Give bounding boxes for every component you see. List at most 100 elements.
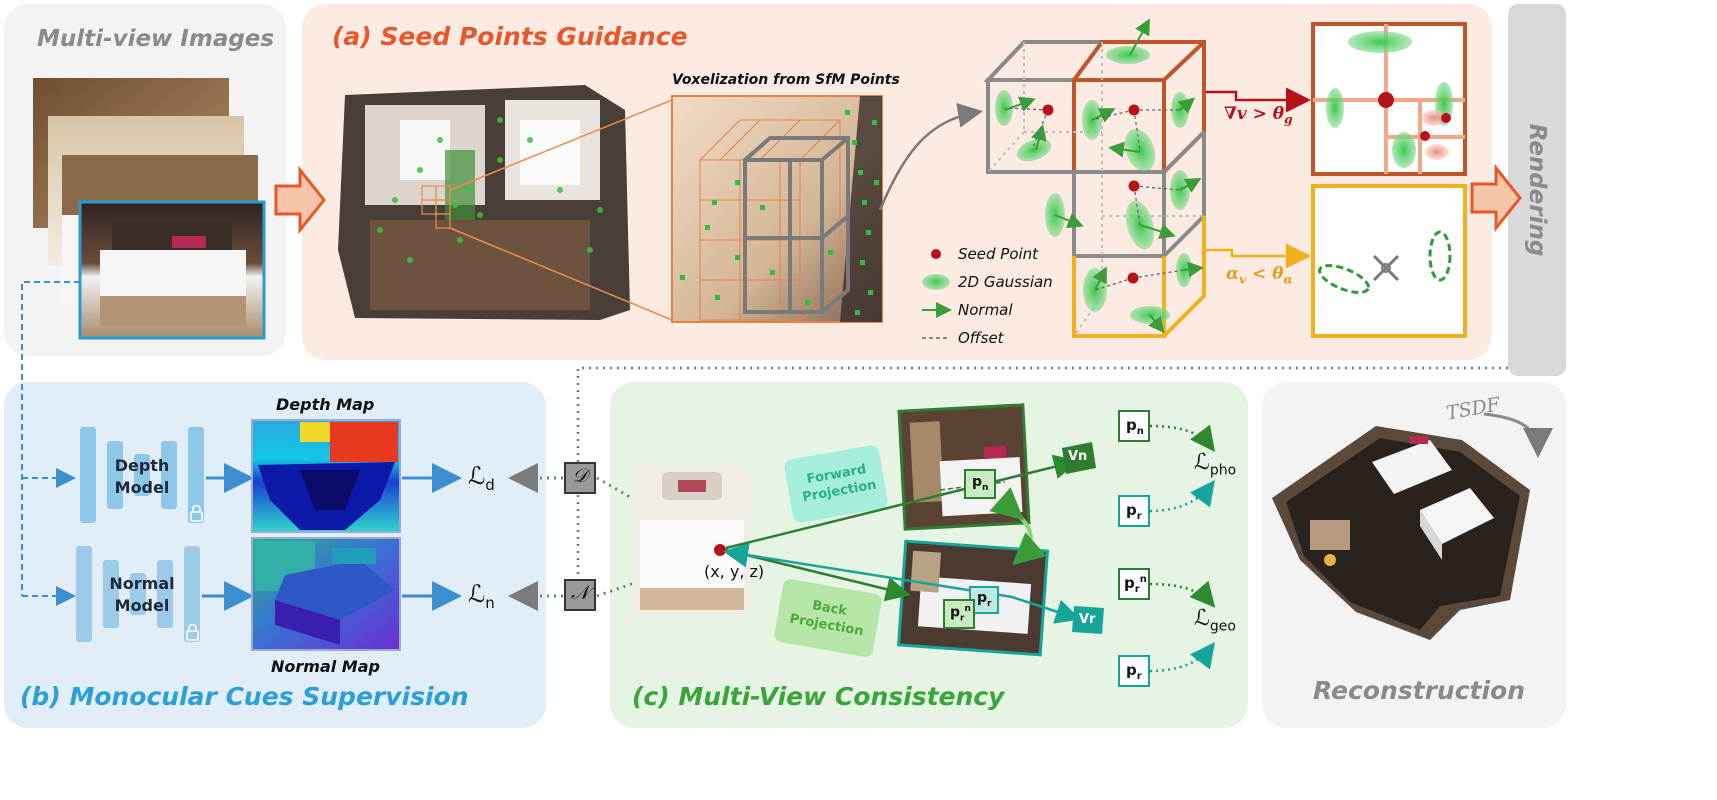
voxelization-label: Voxelization from SfM Points [672, 72, 900, 88]
sfm-point-cloud [338, 85, 673, 321]
input-arrow-icon [274, 165, 326, 235]
depth-map-image [251, 419, 401, 533]
photometric-loss-sub: pho [1209, 462, 1237, 479]
view-n-image [897, 403, 1031, 531]
camera-vn-icon [1062, 442, 1096, 474]
depth-model-label-line1: Depth [114, 456, 170, 475]
geo-prn-sup: n [1139, 574, 1147, 585]
normal-render-symbol-box [564, 579, 596, 611]
legend-seed-point: Seed Point [958, 245, 1039, 263]
normal-model-network [76, 546, 200, 642]
normal-loss-symbol: ℒ [468, 580, 486, 608]
gaussian-legend-icon [922, 274, 950, 290]
pixel-prn-symbol: p [950, 604, 961, 621]
pixel-prn-box [943, 599, 975, 629]
geometric-loss-sub: geo [1209, 618, 1236, 635]
render-arrow-icon [1470, 163, 1522, 233]
legend-gaussian: 2D Gaussian [958, 273, 1053, 291]
depth-model-label: Depth Model [104, 455, 180, 499]
pho-pn-box [1118, 410, 1150, 442]
removed-icon [1372, 254, 1400, 282]
geo-prn-label: prn [1124, 574, 1147, 595]
geo-pr-box [1118, 655, 1150, 687]
tsdf-arrow [1483, 412, 1553, 458]
rendering-bar [1508, 4, 1566, 376]
pho-pn-symbol: p [1126, 416, 1137, 434]
reconstruction-title: Reconstruction [1313, 676, 1526, 705]
legend-offset: Offset [958, 329, 1004, 347]
pho-pn-sub: n [1136, 426, 1144, 437]
depth-render-symbol-box [564, 462, 596, 494]
lock-icon [186, 504, 203, 641]
prune-condition-alpha: α [1226, 264, 1240, 284]
pho-pr-symbol: p [1126, 501, 1137, 519]
depth-loss: ℒd [468, 462, 495, 494]
growth-result [1311, 22, 1467, 176]
normal-model-label-line2: Model [114, 596, 170, 615]
grow-condition-text: ∇v > θ [1224, 104, 1285, 124]
normal-map-image [251, 537, 401, 651]
normal-model-label: Normal Model [100, 573, 184, 617]
rendered-bed-image [632, 466, 750, 616]
voxel-cubes [983, 18, 1206, 338]
pixel-pn-symbol: p [972, 474, 983, 490]
geometric-loss: ℒgeo [1194, 606, 1236, 634]
pixel-pr-label: pr [977, 590, 991, 609]
camera-vn-label: Vn [1068, 449, 1088, 464]
camera-vr-icon [1072, 606, 1104, 634]
depth-model-label-line2: Model [114, 478, 170, 497]
seed-points-title: (a) Seed Points Guidance [332, 22, 688, 51]
point-3d-label: (x, y, z) [704, 562, 765, 581]
legend-normal: Normal [958, 301, 1013, 319]
pixel-prn-label: prn [950, 604, 971, 623]
prune-result [1311, 184, 1467, 338]
voxelization-inset [671, 95, 883, 323]
forward-projection-tag [784, 445, 888, 523]
photometric-loss-symbol: ℒ [1194, 450, 1210, 475]
grow-condition-sub: g [1284, 112, 1293, 127]
geo-pr-label: pr [1126, 661, 1142, 682]
grow-condition: ∇v > θg [1224, 104, 1293, 126]
depth-map-label: Depth Map [276, 395, 375, 414]
legend-markers [922, 249, 952, 339]
back-projection-tag [774, 579, 882, 657]
pixel-pr-sub: r [987, 598, 992, 609]
depth-loss-sub: d [485, 475, 495, 494]
pixel-pr-symbol: p [977, 590, 988, 606]
pho-pn-label: pn [1126, 416, 1144, 437]
pho-pr-box [1118, 495, 1150, 527]
normal-loss: ℒn [468, 580, 495, 612]
geo-prn-box [1118, 568, 1150, 600]
depth-loss-symbol: ℒ [468, 462, 486, 490]
pixel-prn-sup: n [964, 604, 971, 614]
point-3d-marker [714, 544, 726, 556]
reconstruction-mesh [1272, 426, 1530, 640]
prune-arrow [1206, 243, 1311, 269]
normal-model-label-line1: Normal [109, 574, 175, 593]
pixel-pn-box [964, 469, 996, 499]
pixel-pn-sub: n [982, 482, 989, 493]
normal-loss-sub: n [485, 593, 495, 612]
geo-prn-sub: r [1134, 584, 1140, 595]
prune-condition-text: < θ [1246, 264, 1284, 284]
geo-pr-sub: r [1136, 671, 1142, 682]
multiview-image-stack [33, 78, 266, 340]
pixel-prn-sub: r [960, 613, 965, 624]
grow-arrow [1206, 87, 1311, 113]
image-to-models-connector [21, 281, 80, 596]
geo-pr-symbol: p [1126, 661, 1137, 679]
camera-vr-label: Vr [1079, 612, 1096, 627]
photometric-loss: ℒpho [1194, 450, 1236, 478]
prune-condition-sub2: α [1283, 272, 1293, 287]
normal-map-label: Normal Map [271, 657, 380, 676]
prune-condition-sub1: v [1239, 272, 1247, 287]
voxel-to-cube-arrow [878, 102, 983, 211]
multiview-title: Multi-view Images [37, 26, 275, 52]
seed-point-legend-icon [931, 249, 941, 259]
depth-model-network [80, 427, 204, 523]
normal-render-symbol: 𝒩 [570, 582, 590, 604]
geo-prn-symbol: p [1124, 574, 1135, 592]
depth-render-symbol: 𝒟 [572, 465, 588, 487]
multiview-consistency-title: (c) Multi-View Consistency [632, 682, 1005, 711]
